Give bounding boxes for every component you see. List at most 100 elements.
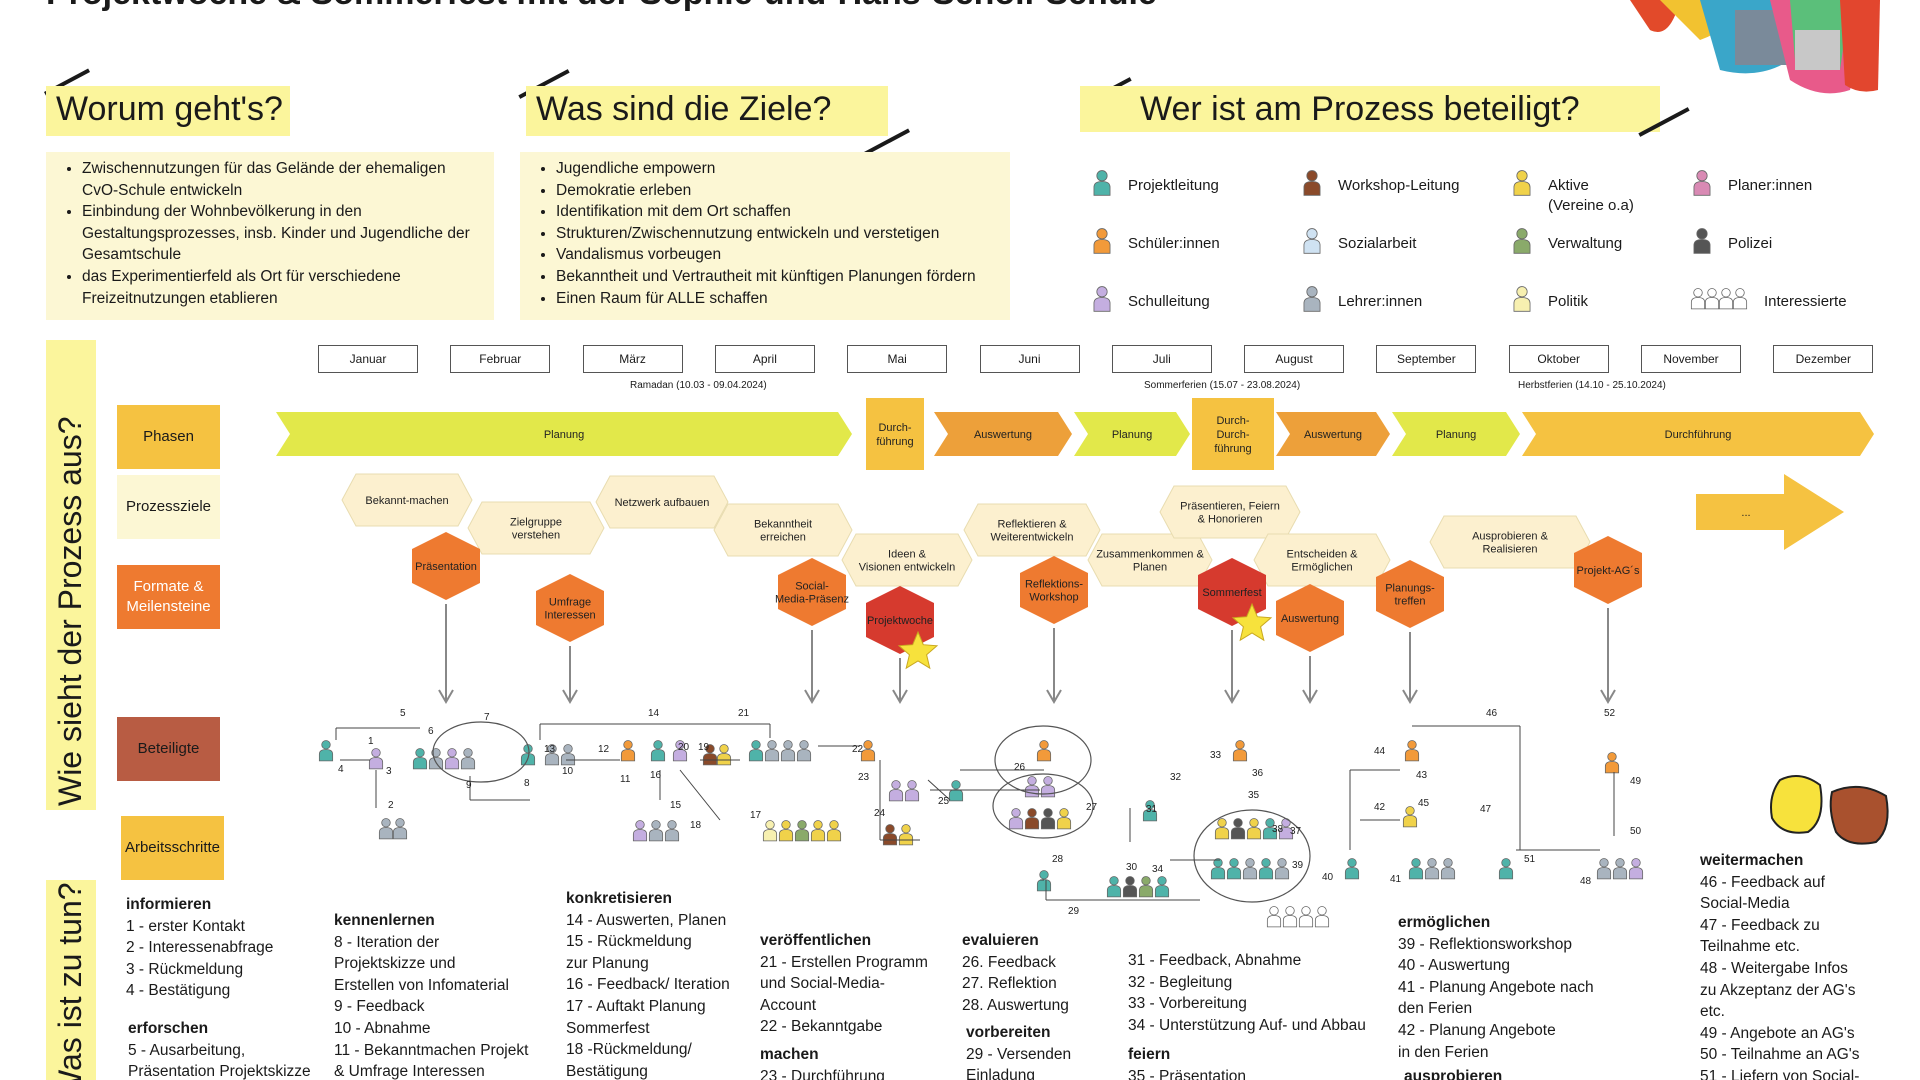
- step-title: konkretisieren: [566, 890, 672, 907]
- role-label: Workshop-Leitung: [1338, 177, 1460, 194]
- down-arrow: [1302, 656, 1318, 704]
- ziele-item: Bekanntheit und Vertrautheit mit künftig…: [556, 266, 1002, 288]
- goal-label: Entscheiden &: [1287, 549, 1359, 561]
- format-label: Auswertung: [1281, 613, 1339, 625]
- step-number: 50: [1630, 826, 1642, 837]
- role-legend-item: Polizei: [1690, 226, 1772, 256]
- person-icon: [1298, 906, 1314, 928]
- goal-label: Realisieren: [1482, 544, 1537, 556]
- person-icon: [1408, 858, 1424, 880]
- note-ramadan: Ramadan (10.03 - 09.04.2024): [630, 380, 767, 391]
- person-icon: [1154, 876, 1170, 898]
- role-legend-item: Schüler:innen: [1090, 226, 1220, 256]
- person-icon: [796, 740, 812, 762]
- goal-hexagon: Reflektieren &Weiterentwickeln: [963, 503, 1101, 557]
- phase-block: Auswertung: [934, 412, 1072, 456]
- ziele-box: Jugendliche empowern Demokratie erleben …: [520, 152, 1010, 320]
- ziele-item: Vandalismus vorbeugen: [556, 244, 1002, 266]
- role-label: Verwaltung: [1548, 235, 1623, 252]
- format-hexagon: Projekt-AG´s: [1574, 536, 1642, 604]
- step-number: 48: [1580, 876, 1592, 887]
- role-legend-item: Workshop-Leitung: [1300, 168, 1459, 198]
- step-title: veröffentlichen: [760, 932, 872, 949]
- role-label: Projektleitung: [1128, 177, 1219, 194]
- phase-label: Durch-: [878, 422, 911, 434]
- beteiligt-heading: Wer ist am Prozess beteiligt?: [1080, 86, 1660, 132]
- step-title: feiern: [1128, 1046, 1171, 1063]
- group-circle: [1193, 809, 1311, 903]
- connector-line: [679, 769, 721, 821]
- step-number: 10: [562, 766, 574, 777]
- step-number: 20: [678, 742, 690, 753]
- format-label: Umfrage: [549, 597, 591, 609]
- step-items: 35 - Präsentation: [1128, 1067, 1247, 1080]
- role-legend-item: Projektleitung: [1090, 168, 1219, 198]
- step-number: 3: [386, 766, 392, 777]
- step-number: 7: [484, 712, 490, 723]
- step-number: 45: [1418, 798, 1430, 809]
- phase-block: Planung: [276, 412, 852, 456]
- person-icon: [1402, 806, 1418, 828]
- step-number: 14: [648, 708, 660, 719]
- down-arrow: [804, 630, 820, 704]
- role-label: Aktive (Vereine o.a): [1548, 177, 1634, 214]
- goal-hexagon: Ideen &Visionen entwickeln: [841, 533, 973, 587]
- person-icon: [1093, 286, 1111, 312]
- steps-feiern: feiern 35 - Präsentation: [1128, 1044, 1398, 1080]
- goal-label: Zusammenkommen &: [1096, 549, 1204, 561]
- person-icon: [1266, 906, 1282, 928]
- step-number: 37: [1290, 826, 1302, 837]
- goal-label: & Honorieren: [1198, 514, 1263, 526]
- more-arrow: ...: [1696, 474, 1844, 550]
- person-icon: [650, 740, 666, 762]
- role-label: Interessierte: [1764, 293, 1847, 310]
- step-number: 44: [1374, 746, 1386, 757]
- step-number: 34: [1152, 864, 1164, 875]
- star-icon: [897, 630, 939, 670]
- person-icon: [632, 820, 648, 842]
- person-icon: [1344, 858, 1360, 880]
- page-title: Projektwoche & Sommerfest mit der Sophie…: [46, 0, 1157, 13]
- person-icon: [1106, 876, 1122, 898]
- worum-box: Zwischennutzungen für das Gelände der eh…: [46, 152, 494, 320]
- tun-band: [46, 880, 96, 1080]
- side-label-beteiligte: Beteiligte: [117, 717, 220, 781]
- person-icon: [428, 748, 444, 770]
- step-items: 23 - Durchführung: [760, 1067, 885, 1080]
- step-number: 24: [874, 808, 886, 819]
- goal-label: Ausprobieren &: [1472, 531, 1548, 543]
- person-icon: [1440, 858, 1456, 880]
- step-items: 1 - erster Kontakt 2 - Interessenabfrage…: [126, 917, 274, 1000]
- person-icon: [318, 740, 334, 762]
- person-icon: [1303, 286, 1321, 312]
- month-label: Februar: [450, 345, 551, 373]
- step-number: 23: [858, 772, 870, 783]
- down-arrow: [1402, 632, 1418, 704]
- role-legend-item: Lehrer:innen: [1300, 284, 1422, 314]
- decorative-image: [1630, 0, 1880, 94]
- person-icon: [1258, 858, 1274, 880]
- fist-bump-icon: [1770, 775, 1889, 845]
- goal-hexagon: Netzwerk aufbauen: [595, 475, 729, 529]
- step-items: 21 - Erstellen Programm und Social-Media…: [760, 953, 928, 1036]
- step-number: 11: [620, 774, 631, 785]
- step-items: 31 - Feedback, Abnahme 32 - Begleitung 3…: [1128, 952, 1366, 1034]
- step-number: 19: [698, 742, 710, 753]
- person-icon: [1513, 170, 1531, 196]
- person-icon: [1024, 808, 1040, 830]
- person-icon: [1596, 858, 1612, 880]
- phase-label: Durch-: [1216, 429, 1249, 441]
- step-items: 39 - Reflektionsworkshop 40 - Auswertung…: [1398, 935, 1594, 1061]
- person-icon: [1246, 818, 1262, 840]
- person-icon: [1262, 818, 1278, 840]
- person-icon: [702, 744, 718, 766]
- goal-label: Planen: [1133, 562, 1167, 574]
- step-title: machen: [760, 1046, 819, 1063]
- down-arrow: [1224, 630, 1240, 704]
- person-icon: [620, 740, 636, 762]
